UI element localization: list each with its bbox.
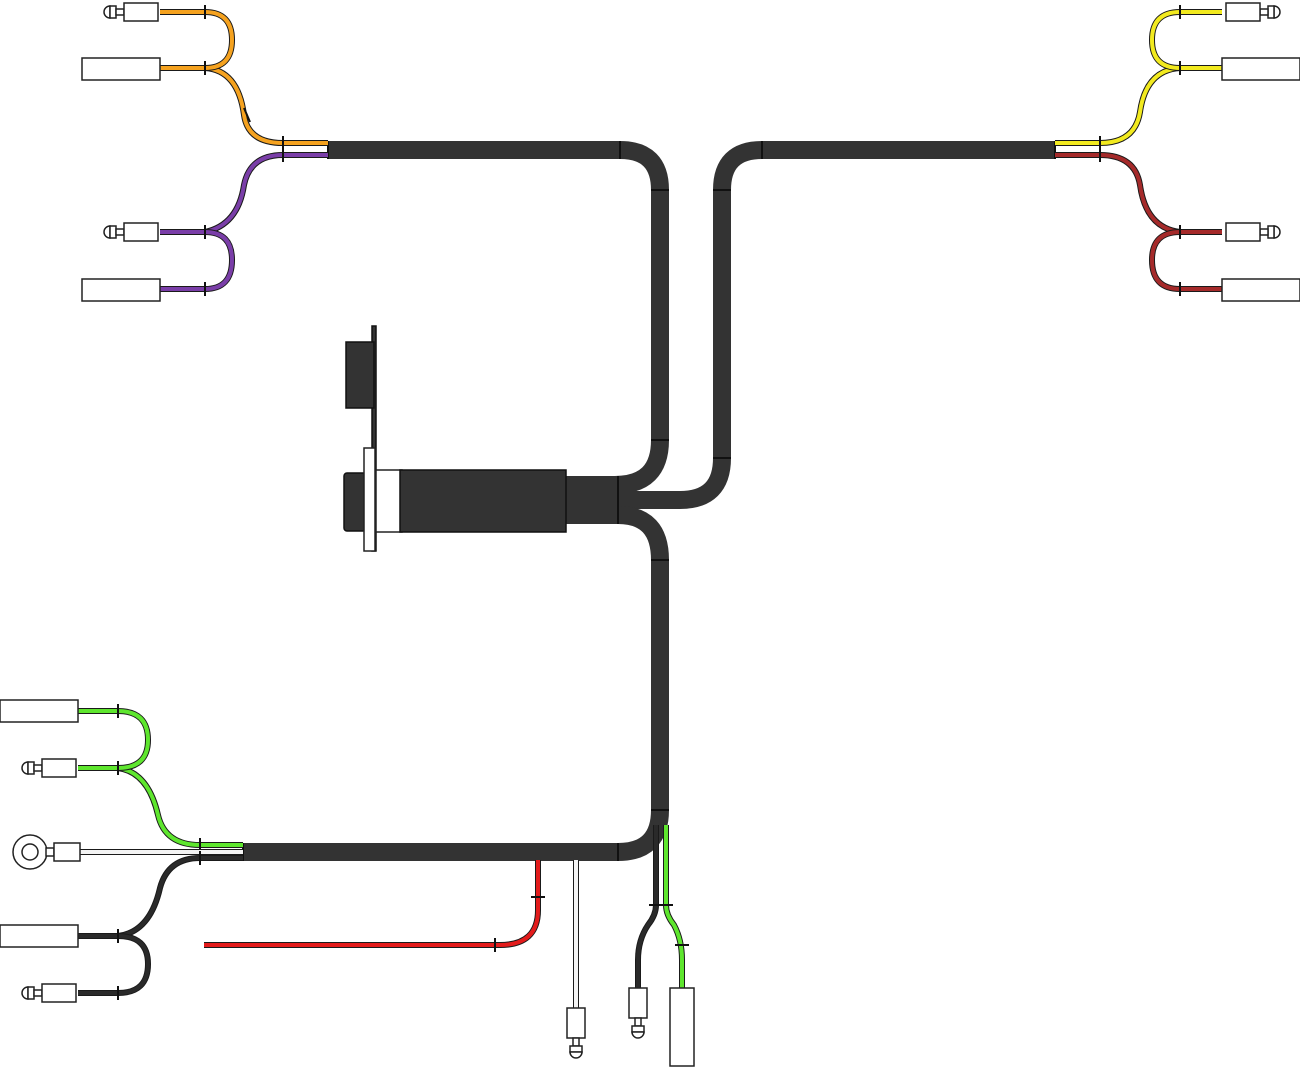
bullet-crimp <box>628 987 648 1019</box>
bullet-terminal-orange <box>103 2 159 22</box>
bullet-crimp <box>1225 2 1261 22</box>
wire-group <box>78 5 1222 1010</box>
black-lead-wire <box>636 825 658 990</box>
yellow-wire-upper <box>1149 10 1222 70</box>
green-lead-wire-outline <box>663 825 685 988</box>
bulkhead-collar <box>363 447 376 552</box>
bullet-terminal-green <box>21 758 77 778</box>
bullet-band <box>1259 8 1269 16</box>
junction-assembly <box>343 325 567 552</box>
bullet-neck <box>109 225 117 239</box>
ring-hole <box>21 843 39 861</box>
bullet-neck <box>27 986 35 1000</box>
spade-terminal-purple <box>81 278 161 302</box>
bulkhead-plug <box>343 472 367 532</box>
bullet-terminal-yellow <box>1225 2 1281 22</box>
yellow-wire-lower <box>1055 66 1222 145</box>
green-wire-upper-outline <box>78 708 152 771</box>
purple-wire-lower-outline <box>160 152 284 235</box>
bullet-band <box>115 8 125 16</box>
bullet-neck <box>569 1045 583 1053</box>
spade-terminal-yellow <box>1221 57 1300 81</box>
bullet-neck <box>1267 5 1275 19</box>
mounting-flange-tab <box>345 341 375 409</box>
bullet-tip <box>103 225 111 239</box>
trunk-upper-left <box>328 141 669 494</box>
ring-terminal-ground <box>12 834 81 870</box>
darkred-wire-lower-outline <box>1055 152 1222 235</box>
trunk-upper-right <box>565 141 1055 509</box>
bullet-tip <box>21 986 29 1000</box>
bullet-crimp <box>41 758 77 778</box>
bullet-tip <box>103 5 111 19</box>
black-wire-upper-outline <box>78 933 152 996</box>
bullet-band <box>115 228 125 236</box>
bullet-crimp <box>41 983 77 1003</box>
purple-wire-upper-outline <box>160 229 236 292</box>
red-lead-wire-outline <box>204 860 541 948</box>
bullet-crimp <box>123 222 159 242</box>
green-wire-lower <box>78 766 243 847</box>
bullet-terminal-purple <box>103 222 159 242</box>
black-wire-upper <box>78 934 151 995</box>
bullet-band <box>33 764 43 772</box>
yellow-wire-upper-outline <box>1148 9 1222 71</box>
trunk-lower <box>243 506 669 861</box>
bullet-tip <box>569 1051 583 1059</box>
bullet-band <box>33 989 43 997</box>
green-wire-lower-outline <box>78 765 243 848</box>
wire-joint <box>243 107 251 123</box>
bullet-band <box>634 1017 642 1027</box>
bullet-band <box>1259 228 1269 236</box>
main-junction-sleeve <box>399 469 567 533</box>
spade-terminal-green <box>0 699 79 723</box>
red-lead-wire <box>204 860 540 947</box>
yellow-wire-lower-outline <box>1055 65 1222 146</box>
bullet-neck <box>109 5 117 19</box>
orange-wire-upper-outline <box>160 9 236 71</box>
ring-neck <box>45 847 55 857</box>
spade-terminal-green-lead <box>669 987 695 1067</box>
spade-terminal-black <box>0 924 79 948</box>
black-wire-lower <box>78 856 243 938</box>
bullet-terminal-black <box>21 983 77 1003</box>
darkred-wire-lower <box>1055 153 1222 234</box>
bullet-terminal-darkred <box>1225 222 1281 242</box>
bullet-band <box>572 1037 580 1047</box>
darkred-wire-upper-outline <box>1148 229 1222 292</box>
bullet-tip <box>1273 5 1281 19</box>
bullet-tip <box>631 1031 645 1039</box>
darkred-wire-upper <box>1149 230 1222 291</box>
spade-terminal-darkred <box>1221 278 1300 302</box>
bullet-neck <box>631 1025 645 1033</box>
ring-crimp <box>53 842 81 862</box>
bullet-terminal-white <box>566 1007 586 1059</box>
orange-wire-upper <box>160 10 235 70</box>
black-wire-lower-outline <box>78 855 243 939</box>
purple-wire-upper <box>160 230 235 291</box>
bullet-tip <box>21 761 29 775</box>
bullet-neck <box>1267 225 1275 239</box>
spade-terminal-orange <box>81 57 161 81</box>
orange-wire-lower <box>160 66 284 145</box>
bullet-crimp <box>566 1007 586 1039</box>
purple-wire-lower <box>160 153 284 234</box>
orange-wire-lower-outline <box>160 65 284 146</box>
green-wire-upper <box>78 709 151 770</box>
bullet-neck <box>27 761 35 775</box>
bullet-terminal-black-lead <box>628 987 648 1039</box>
bullet-crimp <box>123 2 159 22</box>
sheath-group <box>242 141 1056 861</box>
bullet-tip <box>1273 225 1281 239</box>
bullet-crimp <box>1225 222 1261 242</box>
bulkhead-ring <box>375 469 403 533</box>
green-lead-wire <box>664 825 684 988</box>
